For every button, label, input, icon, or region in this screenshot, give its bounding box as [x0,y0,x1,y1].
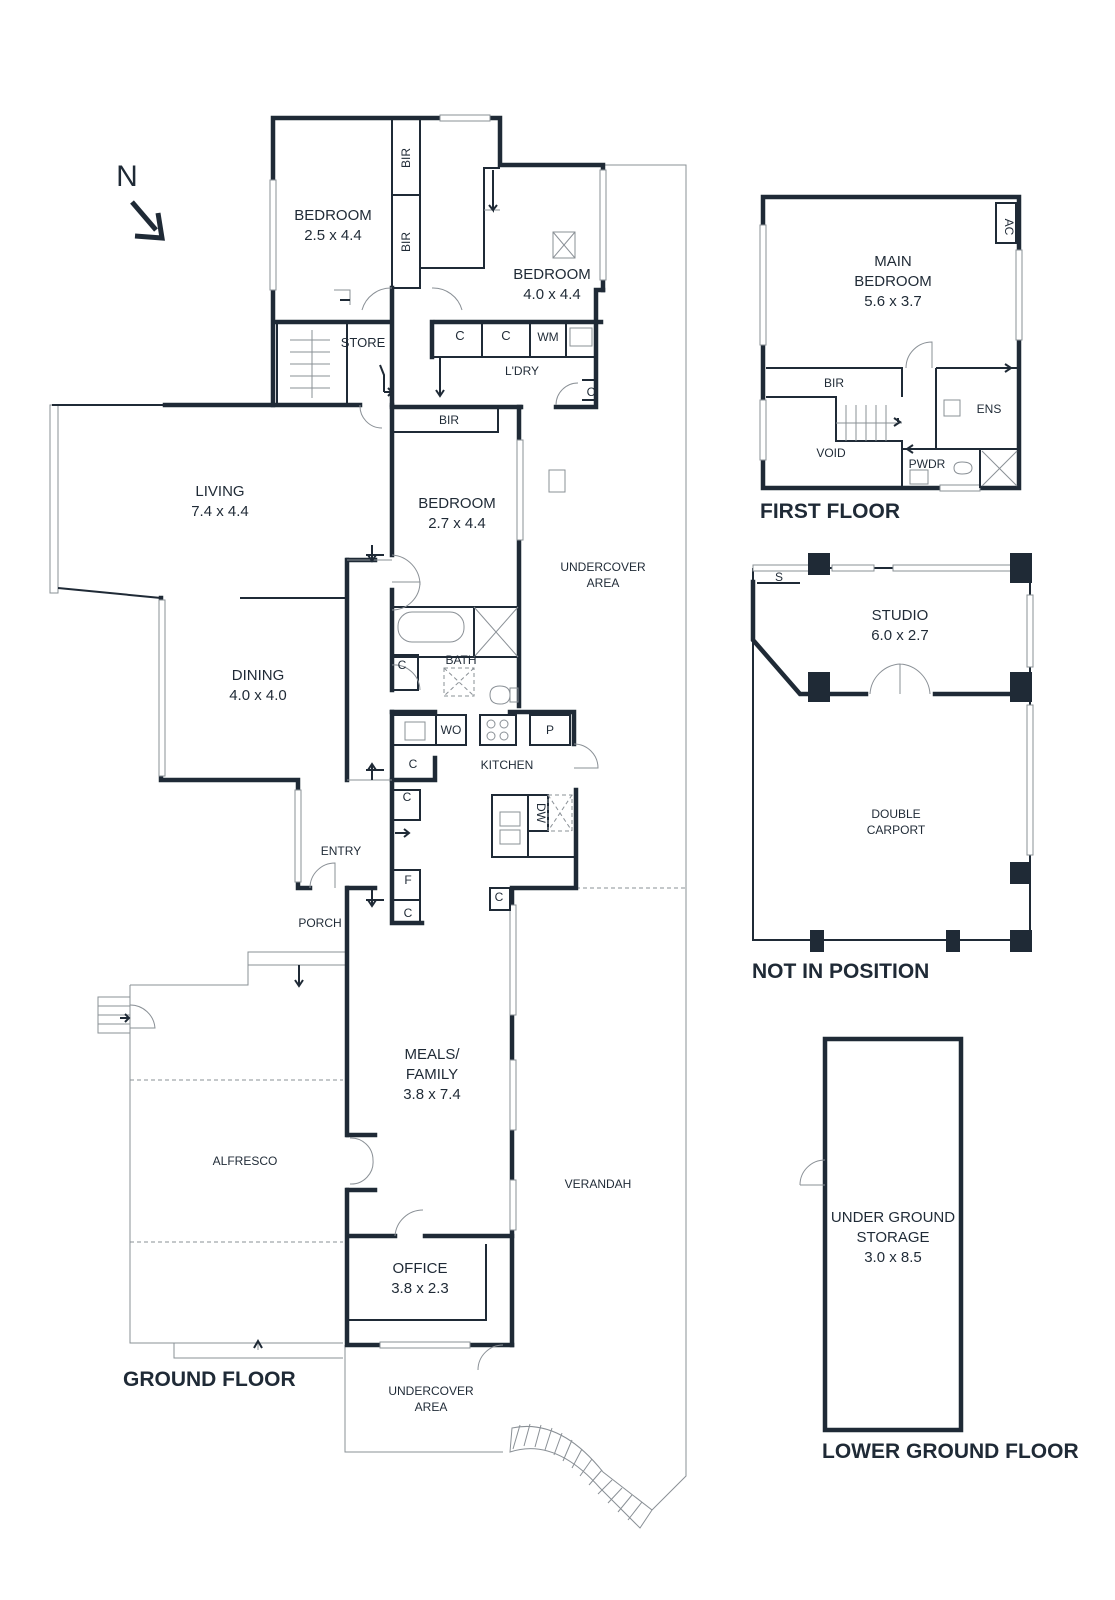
bath-label: BATH [445,653,476,667]
ground-floor-plan [49,114,687,1529]
void-label: VOID [816,446,846,460]
undercover-area-line1: UNDERCOVER [560,560,646,574]
undercover-bottom-line2: AREA [415,1400,448,1414]
entry-label: ENTRY [321,844,361,858]
meals-family-name-2: FAMILY [406,1066,458,1083]
alfresco-label: ALFRESCO [213,1154,278,1168]
store-label: STORE [341,335,386,350]
first-floor-plan [759,194,1023,492]
main-bedroom-name-1: MAIN [874,253,912,270]
carport-line1: DOUBLE [871,807,920,821]
ens-label: ENS [977,402,1002,416]
studio-carport-plan [750,553,1034,952]
main-bedroom-name-2: BEDROOM [854,273,932,290]
living-name: LIVING [195,483,244,500]
c-bath-label: C [398,658,407,672]
kitchen-label: KITCHEN [481,758,534,772]
storage-size: 3.0 x 8.5 [864,1249,922,1266]
c-meals-label: C [495,890,504,904]
bedroom-mid-name: BEDROOM [418,495,496,512]
north-arrow-icon: N [116,160,165,241]
verandah-label: VERANDAH [565,1177,632,1191]
undercover-bottom-outline [344,1345,503,1453]
studio-size: 6.0 x 2.7 [871,627,929,644]
laundry-label: L'DRY [505,364,539,378]
not-in-position-title: NOT IN POSITION [752,960,929,983]
bir-first-label: BIR [824,376,844,390]
s-label: S [775,570,783,584]
alfresco-outline [129,985,343,1344]
meals-family-name-1: MEALS/ [404,1046,460,1063]
c1-label: C [455,328,464,343]
c-kitchen-1-label: C [409,757,418,771]
undercover-area-line2: AREA [587,576,620,590]
bir-2-label: BIR [399,232,413,252]
carport-line2: CARPORT [867,823,926,837]
fridge-label: F [404,873,411,887]
studio-name: STUDIO [872,607,929,624]
bedroom-nw-name: BEDROOM [294,207,372,224]
dw-label: DW [534,803,548,824]
ac-label: AC [1002,219,1016,236]
first-floor-title: FIRST FLOOR [760,500,900,523]
dining-name: DINING [232,667,285,684]
pwdr-label: PWDR [909,457,946,471]
office-size: 3.8 x 2.3 [391,1280,449,1297]
ground-floor-title: GROUND FLOOR [123,1368,296,1391]
lower-ground-plan [799,1036,964,1433]
storage-name-2: STORAGE [856,1229,929,1246]
living-size: 7.4 x 4.4 [191,503,249,520]
storage-name-1: UNDER GROUND [831,1209,955,1226]
wm-label: WM [537,330,558,344]
main-bedroom-size: 5.6 x 3.7 [864,293,922,310]
undercover-bottom-line1: UNDERCOVER [388,1384,474,1398]
bir-3-label: BIR [439,413,459,427]
meals-family-size: 3.8 x 7.4 [403,1086,461,1103]
dining-size: 4.0 x 4.0 [229,687,287,704]
bedroom-mid-size: 2.7 x 4.4 [428,515,486,532]
wo-label: WO [441,723,462,737]
compass-letter: N [116,160,138,193]
bedroom-nw-size: 2.5 x 4.4 [304,227,362,244]
c-f-label: C [404,906,413,920]
bedroom-ne-size: 4.0 x 4.4 [523,286,581,303]
c2-label: C [501,328,510,343]
pantry-label: P [546,723,554,737]
c-kitchen-2-label: C [403,790,412,804]
bir-1-label: BIR [399,148,413,168]
porch-label: PORCH [298,916,341,930]
lower-ground-floor-title: LOWER GROUND FLOOR [822,1440,1079,1463]
office-name: OFFICE [393,1260,448,1277]
bedroom-ne-name: BEDROOM [513,266,591,283]
c-laundry-label: C [587,385,596,399]
